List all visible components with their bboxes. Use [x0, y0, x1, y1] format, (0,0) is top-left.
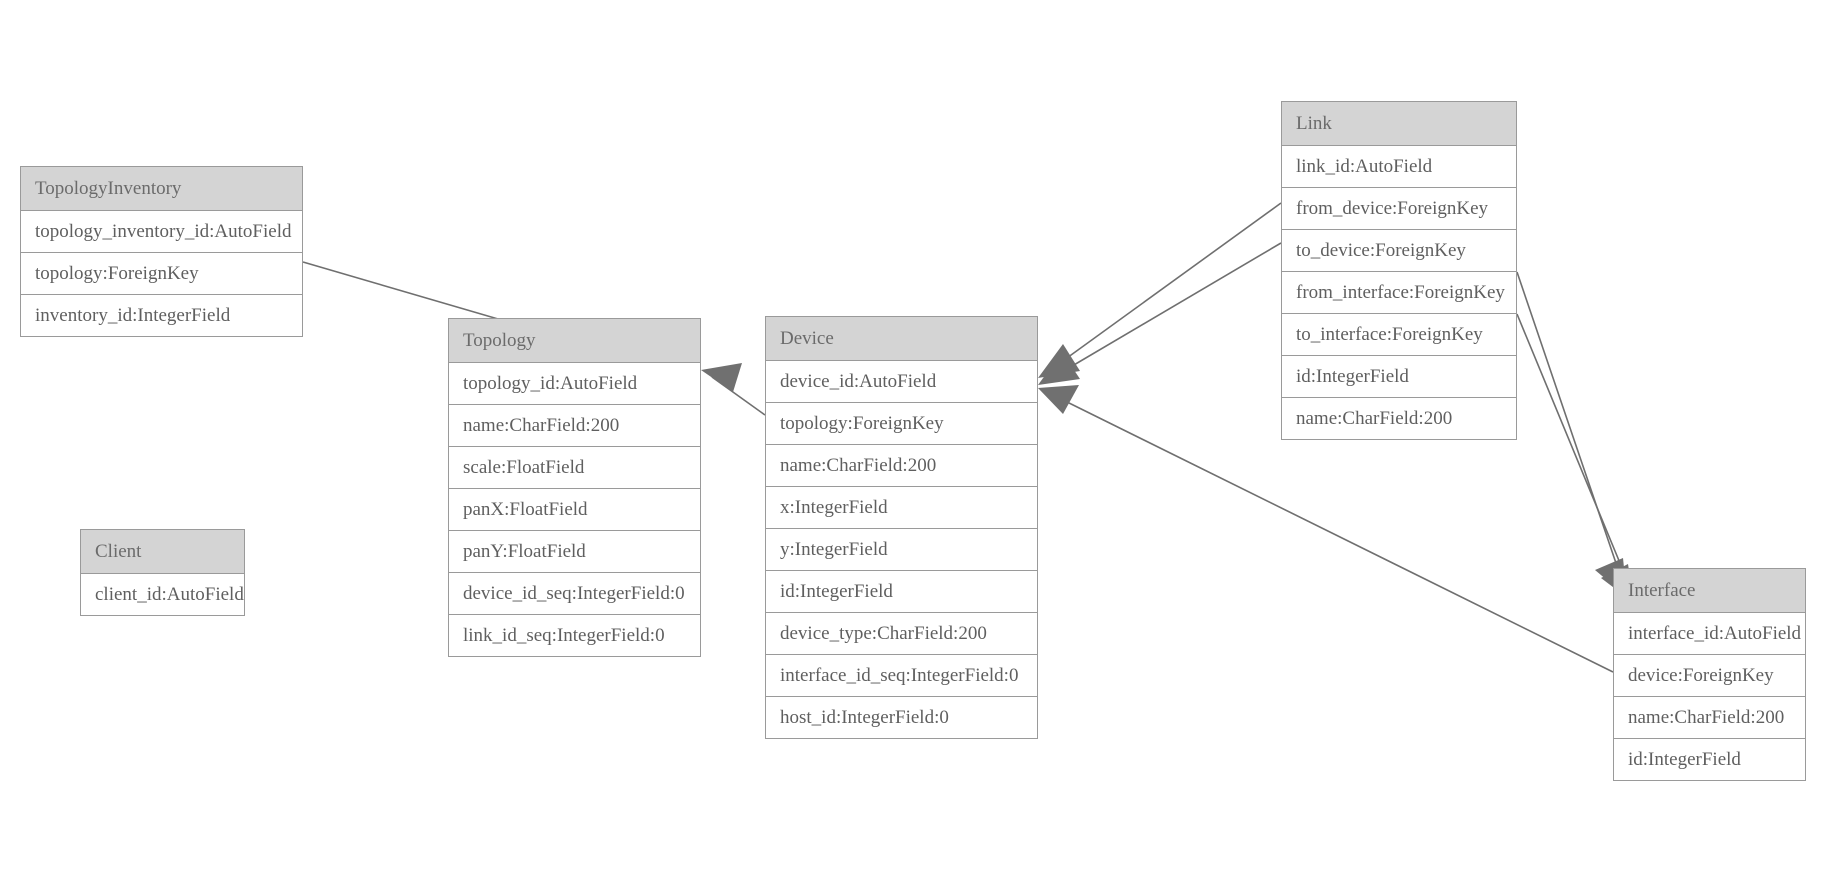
- attribute-row: name:CharField:200: [449, 405, 700, 447]
- attribute-row: device_type:CharField:200: [766, 613, 1037, 655]
- attribute-row: topology_inventory_id:AutoField: [21, 211, 302, 253]
- entity-title-topology: Topology: [449, 319, 700, 363]
- attribute-row: panY:FloatField: [449, 531, 700, 573]
- rel-link-fromdevice: [1038, 202, 1282, 378]
- attribute-row: from_interface:ForeignKey: [1282, 272, 1516, 314]
- entity-title-client: Client: [81, 530, 244, 574]
- attribute-row: id:IntegerField: [766, 571, 1037, 613]
- attribute-row: from_device:ForeignKey: [1282, 188, 1516, 230]
- attribute-row: link_id:AutoField: [1282, 146, 1516, 188]
- attribute-row: x:IntegerField: [766, 487, 1037, 529]
- attribute-row: topology:ForeignKey: [21, 253, 302, 295]
- attribute-row: inventory_id:IntegerField: [21, 295, 302, 336]
- attribute-row: id:IntegerField: [1282, 356, 1516, 398]
- attribute-row: name:CharField:200: [766, 445, 1037, 487]
- attribute-row: to_interface:ForeignKey: [1282, 314, 1516, 356]
- rel-link-todevice: [1038, 242, 1282, 385]
- attribute-row: panX:FloatField: [449, 489, 700, 531]
- attribute-row: link_id_seq:IntegerField:0: [449, 615, 700, 656]
- attribute-row: host_id:IntegerField:0: [766, 697, 1037, 738]
- entity-attributes-client: client_id:AutoField: [81, 574, 244, 615]
- rel-link-frominterface: [1516, 271, 1627, 597]
- attribute-row: topology:ForeignKey: [766, 403, 1037, 445]
- attribute-row: device:ForeignKey: [1614, 655, 1805, 697]
- attribute-row: interface_id:AutoField: [1614, 613, 1805, 655]
- attribute-row: to_device:ForeignKey: [1282, 230, 1516, 272]
- entity-title-device: Device: [766, 317, 1037, 361]
- attribute-row: id:IntegerField: [1614, 739, 1805, 780]
- entity-title-link: Link: [1282, 102, 1516, 146]
- attribute-row: scale:FloatField: [449, 447, 700, 489]
- attribute-row: interface_id_seq:IntegerField:0: [766, 655, 1037, 697]
- rel-link-tointerface: [1516, 313, 1634, 603]
- attribute-row: name:CharField:200: [1614, 697, 1805, 739]
- attribute-row: client_id:AutoField: [81, 574, 244, 615]
- attribute-row: y:IntegerField: [766, 529, 1037, 571]
- rel-device-topology: [701, 363, 766, 416]
- attribute-row: device_id_seq:IntegerField:0: [449, 573, 700, 615]
- attribute-row: name:CharField:200: [1282, 398, 1516, 439]
- entity-title-interface: Interface: [1614, 569, 1805, 613]
- attribute-row: device_id:AutoField: [766, 361, 1037, 403]
- entity-title-topology_inventory: TopologyInventory: [21, 167, 302, 211]
- attribute-row: topology_id:AutoField: [449, 363, 700, 405]
